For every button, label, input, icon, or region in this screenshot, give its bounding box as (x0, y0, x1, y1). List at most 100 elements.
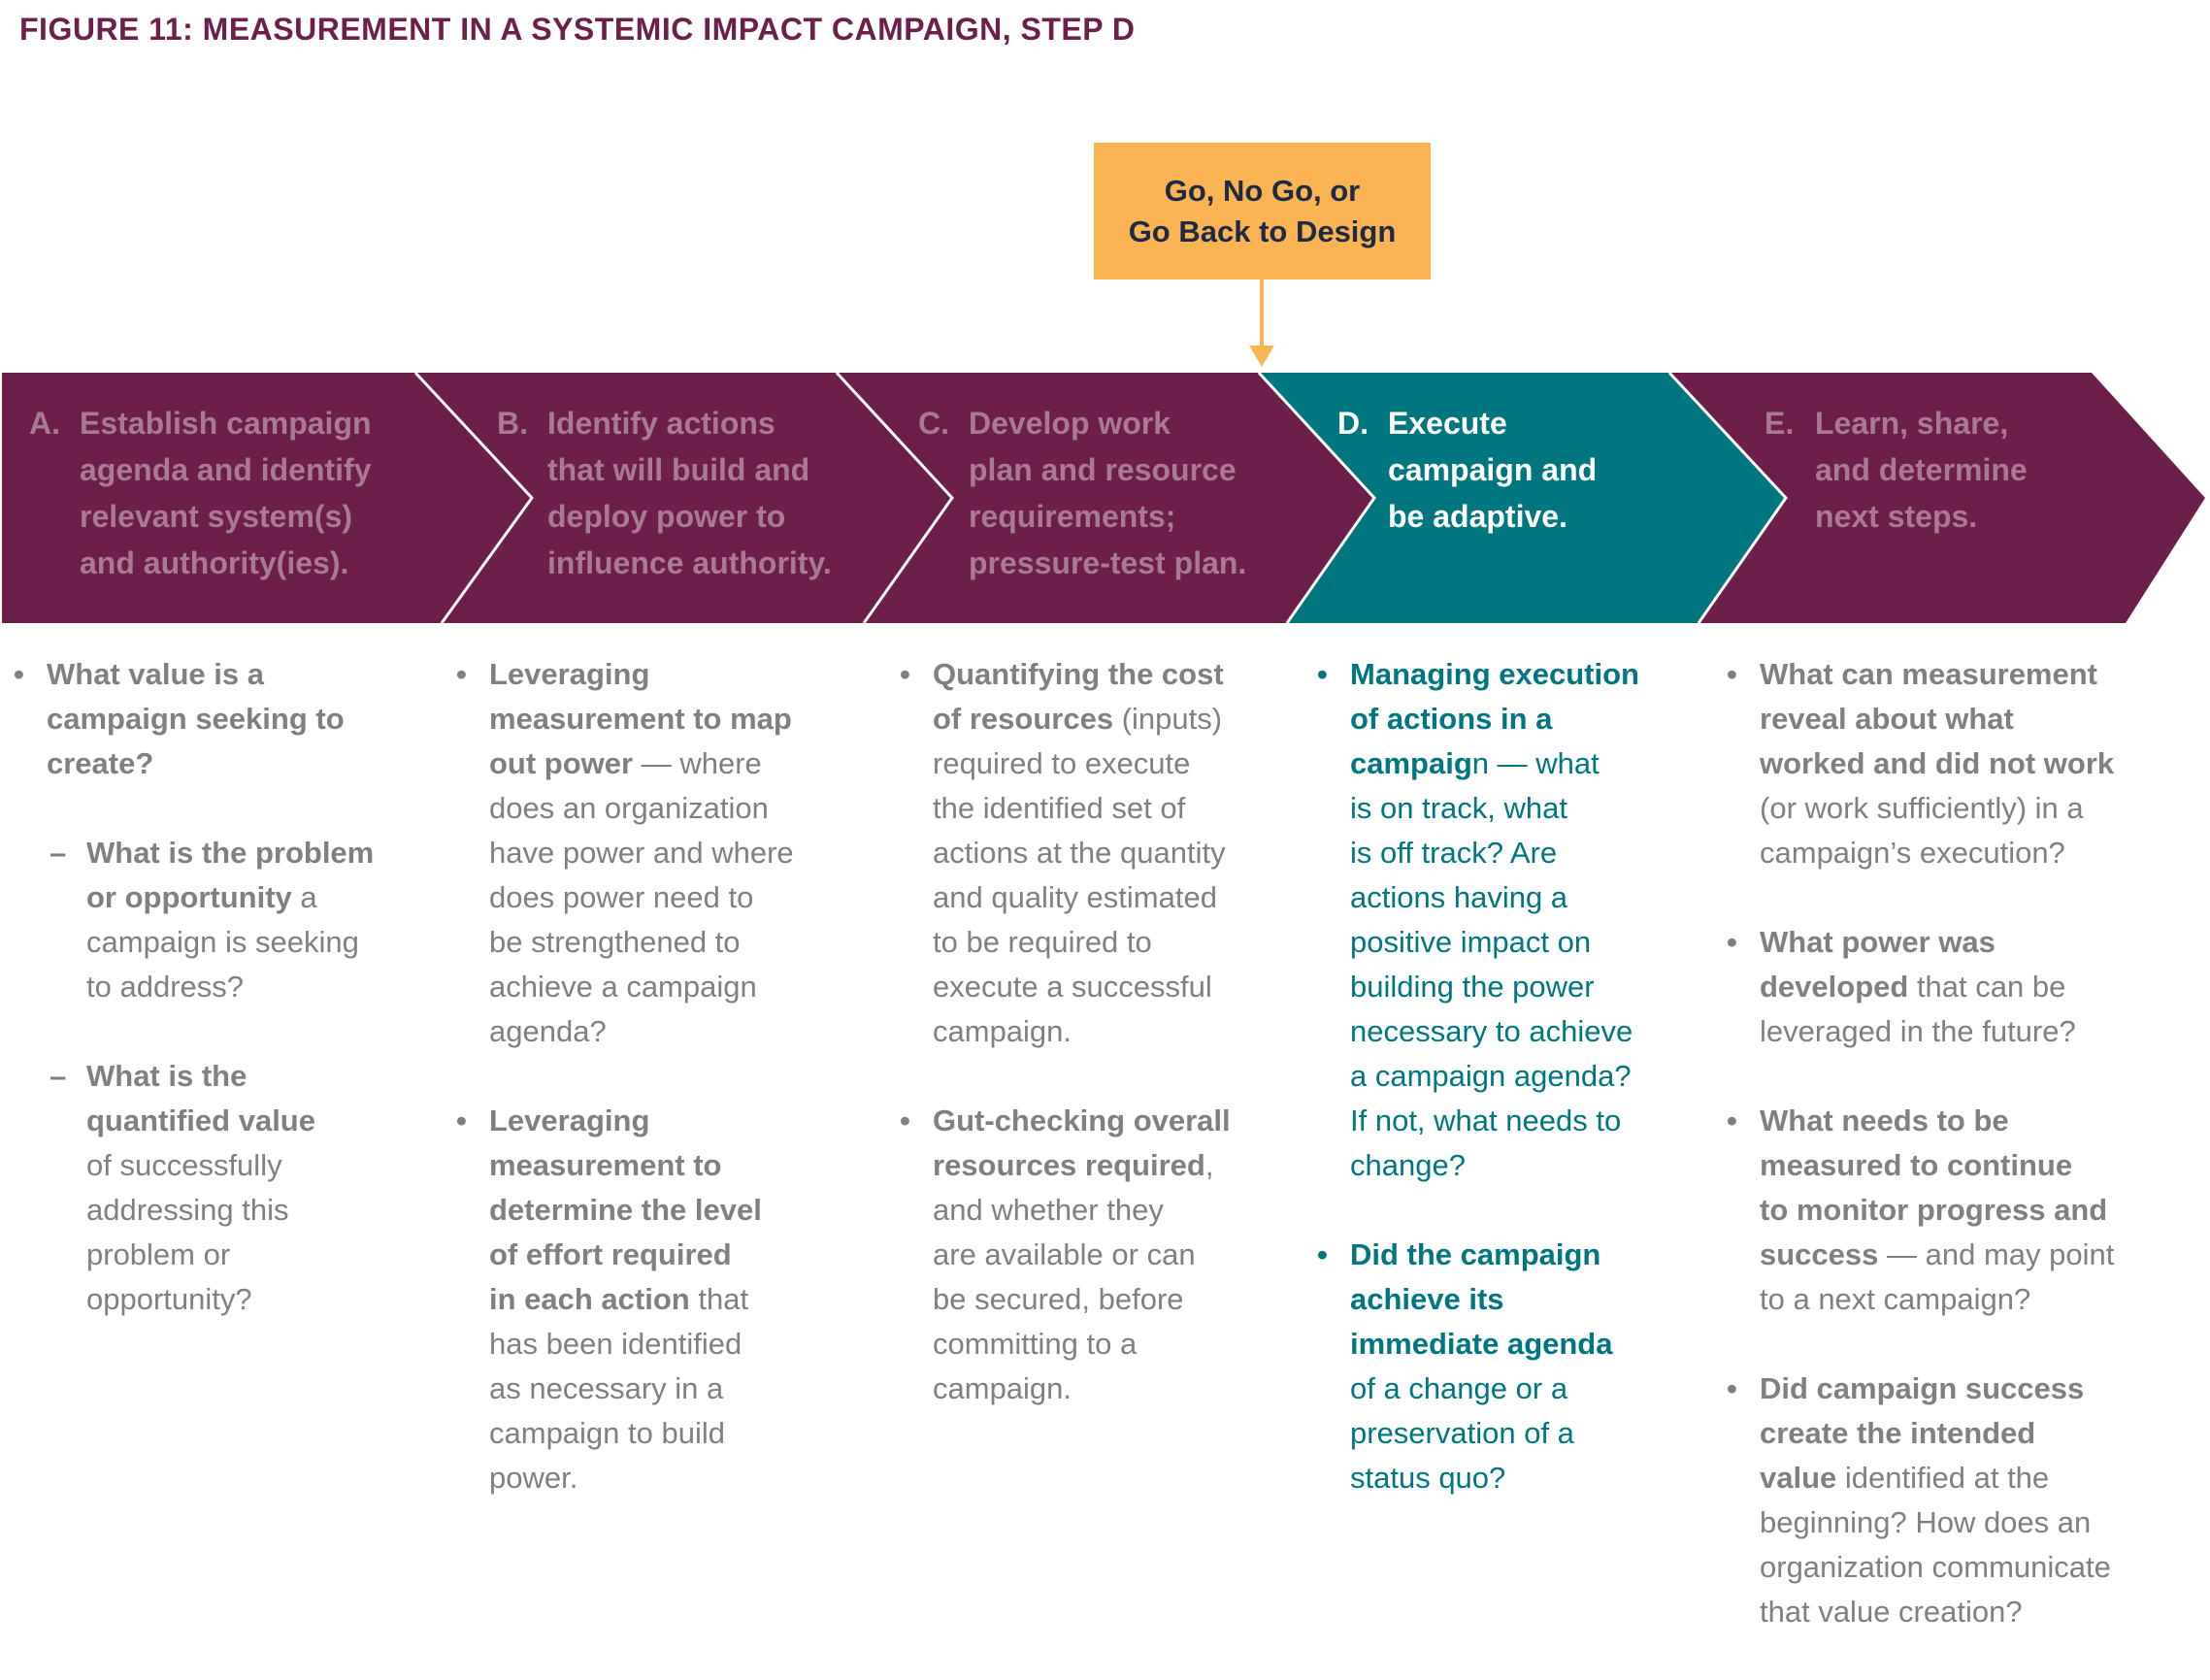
text-line: and quality estimated (933, 880, 1217, 914)
text-line: to a next campaign? (1760, 1282, 2031, 1316)
text-line: addressing this (86, 1193, 289, 1227)
list-item: • What power was developed that can be leve… (1727, 920, 2114, 1054)
bullet-icon: • (1727, 1104, 1737, 1137)
decision-arrow-line (1260, 280, 1264, 349)
text-line: If not, what needs to (1350, 1104, 1622, 1137)
text-line: agenda? (489, 1014, 607, 1048)
step-label-d: D. Execute campaign and be adaptive. (1337, 400, 1597, 540)
text-line: does power need to (489, 880, 754, 914)
text-line: success — and may point (1760, 1237, 2115, 1271)
emphasis-text: developed (1760, 970, 1909, 1004)
step-chevron-d (1259, 373, 1786, 623)
emphasis-text: campaig (1350, 746, 1472, 780)
bullet-icon: • (1727, 1371, 1737, 1405)
step-column-a: • What value is a campaign seeking to creat… (14, 652, 374, 1367)
text-line: campaign’s execution? (1760, 836, 2065, 870)
text-line: developed that can be (1760, 970, 2066, 1004)
bullet-icon: • (456, 1104, 467, 1137)
text-line: in each action that (489, 1282, 749, 1316)
text-line: are available or can (933, 1237, 1196, 1271)
text-line: status quo? (1350, 1461, 1506, 1495)
step-chevron-a (2, 373, 532, 623)
emphasis-text: campaign seeking to (47, 702, 345, 736)
text-line: of successfully (86, 1148, 282, 1182)
step-chevron-b (415, 373, 952, 623)
text-line: is off track? Are (1350, 836, 1558, 870)
text-line: campaign seeking to (47, 697, 374, 741)
list-item: • Leveraging measurement to determine the l… (456, 1099, 794, 1500)
text-line: is on track, what (1350, 791, 1567, 825)
bullet-icon: • (900, 1104, 910, 1137)
text-line: problem or (86, 1237, 231, 1271)
emphasis-text: out power (489, 746, 634, 780)
dash-icon: – (49, 836, 67, 870)
text-line: worked and did not work (1760, 741, 2114, 786)
text-line: campaign — what (1350, 746, 1600, 780)
text-line: Did the campaign (1350, 1233, 1639, 1277)
text-line: a campaign agenda? (1350, 1059, 1632, 1093)
text-line: measurement to map (489, 697, 794, 741)
emphasis-text: worked and did not work (1760, 746, 2115, 780)
emphasis-text: Leveraging (489, 1104, 650, 1137)
chevron-separator (413, 371, 534, 624)
text-line: campaign. (933, 1371, 1072, 1405)
text-line: Leveraging (489, 1099, 794, 1143)
text-line: immediate agenda (1350, 1322, 1639, 1367)
bullet-icon: • (14, 657, 24, 691)
bullet-icon: • (1727, 657, 1737, 691)
decision-line-1: Go, No Go, or (1164, 173, 1361, 208)
text-line: have power and where (489, 836, 794, 870)
emphasis-text: of resources (933, 702, 1114, 736)
text-line: leveraged in the future? (1760, 1014, 2076, 1048)
text-line: measured to continue (1760, 1143, 2114, 1188)
step-title: Establish campaign agenda and identify r… (80, 406, 372, 580)
text-line: What power was (1760, 920, 2114, 965)
text-line: has been identified (489, 1327, 742, 1361)
text-line: be strengthened to (489, 925, 741, 959)
emphasis-text: Quantifying the cost (933, 657, 1224, 691)
bullet-icon: • (1727, 925, 1737, 959)
text-line: organization communicate (1760, 1550, 2111, 1584)
text-line: What needs to be (1760, 1099, 2114, 1143)
text-line: change? (1350, 1148, 1466, 1182)
text-line: required to execute (933, 746, 1191, 780)
step-label-e: E.Learn, share, and determine next steps… (1765, 400, 2028, 540)
dash-icon: – (49, 1059, 67, 1093)
text-line: What value is a (47, 652, 374, 697)
text-line: determine the level (489, 1188, 794, 1233)
step-title: Identify actions that will build and dep… (547, 406, 832, 580)
step-label-c: C.Develop work plan and resource require… (918, 400, 1246, 586)
step-label-a: A. Establish campaign agenda and identify… (29, 400, 372, 586)
emphasis-text: Managing execution (1350, 657, 1639, 691)
text-line: quantified value (86, 1099, 374, 1143)
text-line: What is the problem (86, 831, 374, 875)
text-line: execute a successful (933, 970, 1212, 1004)
emphasis-text: create? (47, 746, 154, 780)
step-title: Execute campaign and be adaptive. (1388, 406, 1598, 534)
step-letter: D. (1337, 406, 1369, 441)
step-letter: C. (918, 406, 949, 441)
decision-box: Go, No Go, or Go Back to Design (1094, 143, 1431, 280)
text-line: or opportunity a (86, 880, 317, 914)
text-line: to monitor progress and (1760, 1188, 2114, 1233)
step-label-b: B.Identify actions that will build and d… (497, 400, 832, 586)
text-line: necessary to achieve (1350, 1014, 1633, 1048)
step-letter: A. (29, 406, 60, 441)
emphasis-text: measurement to (489, 1148, 722, 1182)
step-chevron-e (1669, 373, 2205, 623)
text-line: the identified set of (933, 791, 1186, 825)
emphasis-text: success (1760, 1237, 1879, 1271)
text-line: preservation of a (1350, 1416, 1574, 1450)
emphasis-text: Gut-checking overall (933, 1104, 1231, 1137)
text-line: of resources (inputs) (933, 702, 1223, 736)
text-line: actions at the quantity (933, 836, 1226, 870)
emphasis-text: What power was (1760, 925, 1996, 959)
emphasis-text: What needs to be (1760, 1104, 2009, 1137)
